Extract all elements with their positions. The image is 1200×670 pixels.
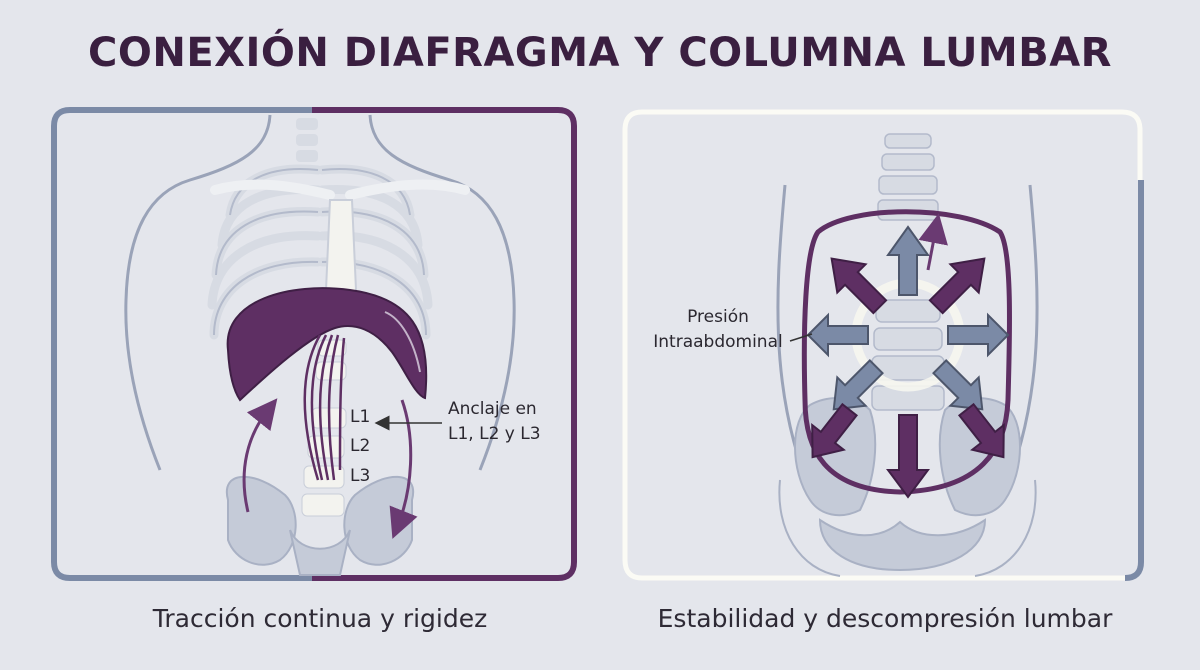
vertebra-label-l3: L3 xyxy=(350,466,370,486)
frame-blue-segment xyxy=(1124,180,1144,581)
right-caption: Estabilidad y descompresión lumbar xyxy=(657,604,1113,633)
pressure-label-line2: Intraabdominal xyxy=(653,332,782,352)
clavicle-left xyxy=(210,179,335,200)
pressure-label-line1: Presión xyxy=(687,307,749,327)
frame-right-segment xyxy=(312,107,577,581)
pressure-arrow-downleft xyxy=(832,359,884,411)
pressure-arrows xyxy=(806,213,1010,499)
torso-outline xyxy=(124,114,516,471)
pressure-arrow-left xyxy=(806,312,869,358)
anchor-label-line1: Anclaje en xyxy=(448,399,537,419)
pressure-arrow-upleft xyxy=(830,257,888,315)
vertebra-label-l1: L1 xyxy=(350,407,370,427)
pressure-arrow-downright-far xyxy=(957,402,1005,459)
diaphragm-crura xyxy=(303,334,346,481)
pressure-arrow-downleft-far xyxy=(811,402,859,459)
pressure-arrow-down xyxy=(886,414,930,499)
diaphragm xyxy=(226,287,428,402)
page-title: CONEXIÓN DIAFRAGMA Y COLUMNA LUMBAR xyxy=(88,30,1112,76)
vertebra-label-l2: L2 xyxy=(350,436,370,456)
traction-arrow-down xyxy=(389,399,418,539)
anchor-label-line2: L1, L2 y L3 xyxy=(448,424,541,444)
pressure-arrow-small xyxy=(918,213,948,271)
left-panel: L1 L2 L3 Anclaje en L1, L2 y L3 xyxy=(51,107,577,581)
traction-arrow-up xyxy=(242,398,278,513)
clavicle-right xyxy=(345,179,470,200)
frame-left-segment xyxy=(51,107,312,581)
pressure-arrow-up xyxy=(886,225,930,296)
pressure-leader-line xyxy=(789,333,813,342)
right-panel: Presión Intraabdominal xyxy=(622,109,1144,581)
pelvis xyxy=(225,475,415,576)
left-caption: Tracción continua y rigidez xyxy=(152,604,488,633)
frame-cream-segment xyxy=(622,109,1143,581)
pressure-arrow-downright xyxy=(932,359,984,411)
pressure-arrow-right xyxy=(947,312,1010,358)
abdominal-cavity xyxy=(801,209,1013,495)
pressure-arrow-upright xyxy=(928,257,986,315)
lumbar-spine xyxy=(871,133,945,411)
